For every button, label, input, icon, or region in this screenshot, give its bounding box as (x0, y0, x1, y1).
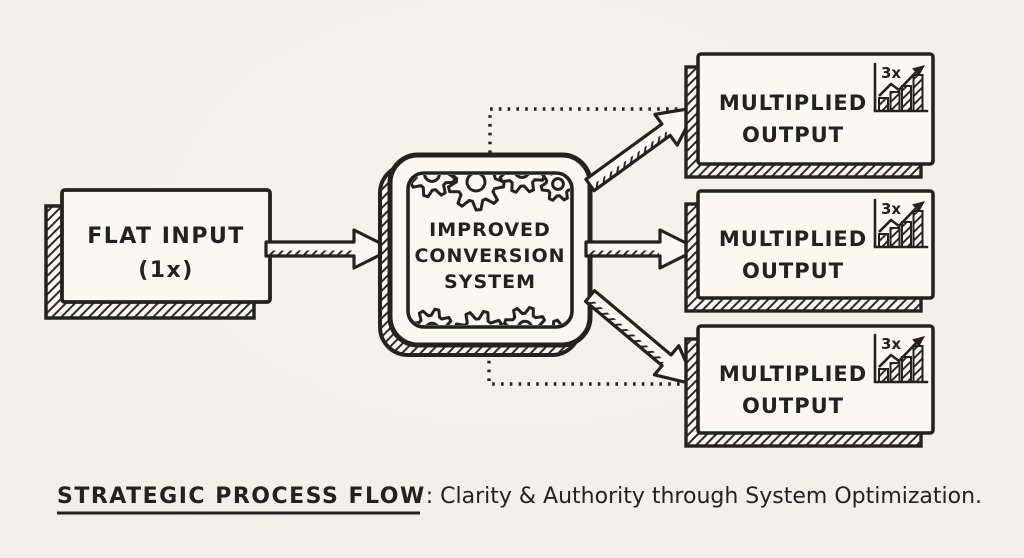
caption-text: Clarity & Authority through System Optim… (440, 484, 982, 509)
multiplied-output-box-2: MULTIPLIED OUTPUT 3x (684, 189, 935, 313)
output-badge: 3x (881, 64, 901, 82)
conversion-label-line2: CONVERSION (414, 245, 565, 267)
svg-text:STRATEGIC PROCESS FLOW: Clarit: STRATEGIC PROCESS FLOW: Clarity & Author… (57, 484, 982, 509)
conversion-system-box: IMPROVED CONVERSION SYSTEM (378, 152, 593, 357)
gear-shape (451, 309, 507, 325)
gear-hub (465, 175, 487, 193)
arrow-system-to-output-2 (584, 228, 700, 270)
gear-hub (423, 175, 441, 183)
dotted-connector-top (488, 107, 678, 153)
output-label-line2: OUTPUT (742, 123, 844, 147)
output-label-line2: OUTPUT (742, 259, 844, 283)
gear-shape (503, 306, 547, 325)
output-badge: 3x (881, 200, 901, 218)
output-badge: 3x (881, 335, 901, 353)
flat-input-label: FLAT INPUT (87, 224, 245, 249)
growth-chart-icon: 3x (873, 198, 929, 249)
growth-chart-icon: 3x (873, 62, 929, 113)
flat-input-multiplier: (1x) (138, 258, 194, 283)
multiplied-output-box-1: MULTIPLIED OUTPUT 3x (684, 52, 935, 179)
multiplied-output-box-3: MULTIPLIED OUTPUT 3x (684, 324, 935, 448)
output-label-line1: MULTIPLIED (719, 91, 867, 115)
gear-hub (423, 321, 441, 325)
gear-shape (498, 175, 546, 194)
growth-chart-icon: 3x (873, 333, 929, 384)
output-label-line1: MULTIPLIED (719, 362, 867, 386)
arrow-input-to-system (264, 228, 394, 270)
flat-input-box: FLAT INPUT (1x) (44, 188, 272, 320)
dotted-connector-bottom (487, 352, 696, 386)
gear-hub (513, 175, 531, 179)
caption-title: STRATEGIC PROCESS FLOW (57, 484, 426, 509)
gear-hub (516, 319, 534, 325)
conversion-system-inner-frame (406, 171, 574, 329)
gear-hub (551, 177, 565, 191)
output-label-line2: OUTPUT (742, 394, 844, 418)
gear-shape (410, 307, 455, 325)
caption-separator: : (426, 484, 440, 509)
output-label-line1: MULTIPLIED (719, 227, 867, 251)
arrow-system-to-output-3 (583, 289, 698, 387)
gear-shape (410, 175, 457, 199)
conversion-label-line3: SYSTEM (444, 271, 536, 293)
conversion-label-line1: IMPROVED (429, 219, 551, 241)
caption: STRATEGIC PROCESS FLOW: Clarity & Author… (57, 484, 982, 515)
